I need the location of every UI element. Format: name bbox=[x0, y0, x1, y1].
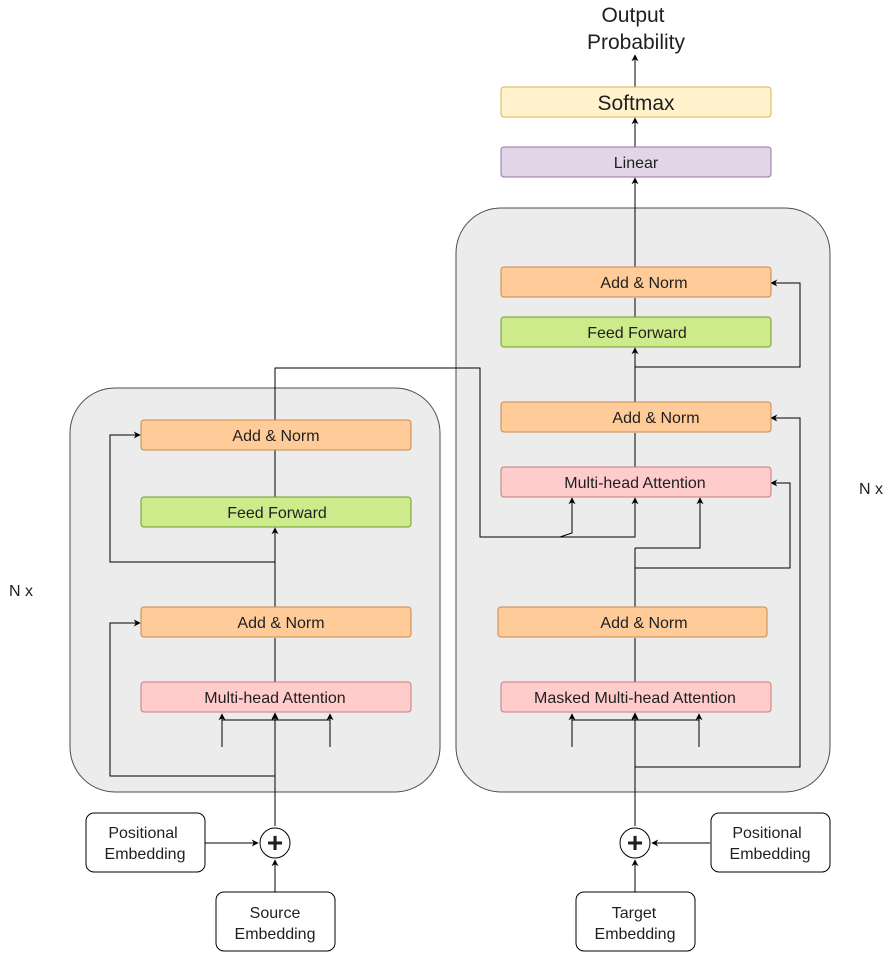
dec-sum-node bbox=[619, 827, 651, 859]
dec-cross-attention-label: Multi-head Attention bbox=[564, 475, 705, 492]
output-label-line2: Probability bbox=[587, 31, 686, 54]
connectors bbox=[109, 54, 801, 950]
target-positional-line2: Embedding bbox=[730, 846, 811, 863]
dec-feed-forward-box bbox=[500, 316, 772, 348]
dec-sum-symbol: + bbox=[627, 827, 643, 858]
dec-residual-3 bbox=[635, 279, 801, 368]
enc-repeat-label: N x bbox=[9, 583, 33, 600]
dec-add-norm-top-label: Add & Norm bbox=[600, 275, 687, 292]
source-embedding-line2: Embedding bbox=[235, 926, 316, 943]
target-embedding-line2: Embedding bbox=[595, 926, 676, 943]
enc-sum-node bbox=[259, 827, 291, 859]
enc-attention-label: Multi-head Attention bbox=[204, 690, 345, 707]
source-positional-line1: Positional bbox=[108, 825, 177, 842]
dec-masked-attention-box bbox=[500, 681, 772, 713]
enc-feed-forward-box bbox=[140, 496, 412, 528]
dec-add-norm-bottom-box bbox=[497, 606, 768, 638]
enc-feed-forward-label: Feed Forward bbox=[227, 505, 327, 522]
softmax-box bbox=[500, 86, 772, 118]
softmax-label: Softmax bbox=[597, 92, 675, 115]
dec-add-norm-middle-label: Add & Norm bbox=[612, 410, 699, 427]
target-embedding-box bbox=[575, 891, 696, 952]
linear-box bbox=[500, 146, 772, 178]
source-embedding-box bbox=[215, 891, 336, 952]
target-positional-line1: Positional bbox=[732, 825, 801, 842]
source-embedding-line1: Source bbox=[250, 905, 301, 922]
dec-add-norm-top-box bbox=[500, 266, 772, 298]
enc-residual-1 bbox=[109, 619, 275, 777]
target-positional-box bbox=[710, 812, 831, 873]
dec-add-norm-middle-box bbox=[500, 401, 772, 433]
dec-repeat-label: N x bbox=[859, 481, 883, 498]
enc-add-norm-bottom-label: Add & Norm bbox=[237, 615, 324, 632]
dec-cross-attention-box bbox=[500, 466, 772, 498]
enc-attention-box bbox=[140, 681, 412, 713]
enc-output-to-decoder bbox=[274, 367, 572, 538]
enc-memory-arrow-k bbox=[559, 497, 576, 538]
dec-residual-1 bbox=[635, 414, 801, 768]
decoder-stack bbox=[455, 207, 831, 793]
source-positional-box bbox=[85, 812, 206, 873]
dec-residual-2 bbox=[635, 479, 791, 569]
enc-sum-symbol: + bbox=[267, 827, 283, 858]
enc-add-norm-bottom-box bbox=[140, 606, 412, 638]
dec-feed-forward-label: Feed Forward bbox=[587, 325, 687, 342]
enc-residual-2 bbox=[109, 431, 275, 563]
linear-label: Linear bbox=[614, 155, 659, 172]
output-label-line1: Output bbox=[601, 4, 664, 27]
dec-add-norm-bottom-label: Add & Norm bbox=[600, 615, 687, 632]
enc-add-norm-top-box bbox=[140, 419, 412, 451]
enc-memory-arrow-v bbox=[572, 497, 639, 538]
source-positional-line2: Embedding bbox=[105, 846, 186, 863]
enc-add-norm-top-label: Add & Norm bbox=[232, 428, 319, 445]
dec-masked-attention-label: Masked Multi-head Attention bbox=[534, 690, 736, 707]
target-embedding-line1: Target bbox=[612, 905, 657, 922]
dec-cross-q-arrow bbox=[635, 497, 704, 549]
